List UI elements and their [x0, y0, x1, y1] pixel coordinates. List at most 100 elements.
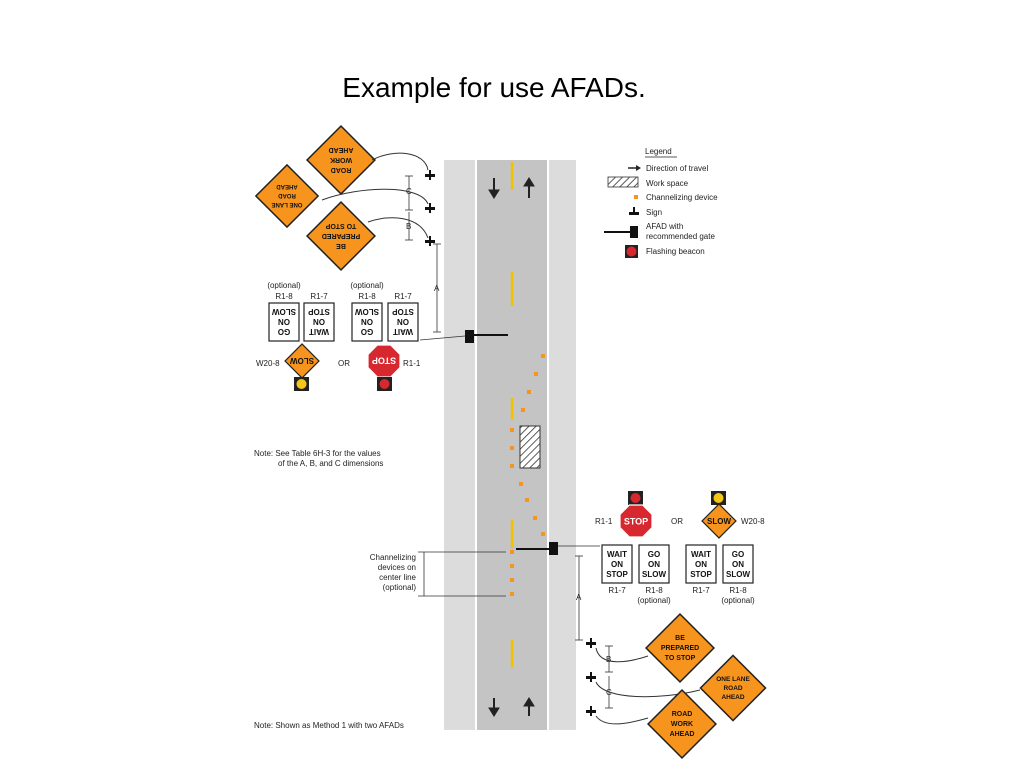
legend-label: Direction of travel [646, 164, 708, 173]
sign-text-line: TO STOP [665, 655, 696, 662]
arrow-right-icon [628, 165, 641, 171]
dimension-b-label: B [406, 222, 411, 231]
flashing-beacon-icon [630, 493, 641, 503]
r1-7-label: R1-7 [310, 292, 328, 301]
sign-text-line: ONE LANE [271, 201, 302, 207]
sign-text-line: ON [397, 317, 409, 326]
go-on-slow-sign-lower: GO ON SLOW [638, 544, 670, 584]
lower-afad-signs: R1-1 STOP OR SLOW W20-8 WAIT ON STOP GO … [558, 491, 765, 605]
sign-text-line: AHEAD [329, 146, 354, 153]
sign-text-line: AHEAD [670, 731, 695, 738]
go-on-slow-sign-upper-2: GO ON SLOW [351, 302, 383, 342]
optional-label: (optional) [721, 596, 755, 605]
channelizing-devices [510, 354, 545, 596]
r1-8-label: R1-8 [358, 292, 376, 301]
sign-text-line: WAIT [393, 327, 413, 336]
sign-text-line: WORK [671, 721, 693, 728]
sign-text-line: ON [611, 560, 623, 569]
optional-label: (optional) [350, 281, 384, 290]
r1-7-label: R1-7 [394, 292, 412, 301]
travel-direction-arrows [488, 177, 535, 717]
roadway [444, 160, 576, 730]
optional-label: (optional) [267, 281, 301, 290]
sign-text-line: STOP [392, 307, 414, 316]
road-work-ahead-sign-upper: ROAD WORK AHEAD [305, 124, 377, 196]
flashing-beacon-icon [713, 493, 724, 503]
sign-text-line: AHEAD [276, 183, 298, 189]
dimension-lines-lower [575, 555, 613, 709]
sign-text-line: GO [278, 327, 290, 336]
flashing-beacon-icon [379, 379, 390, 389]
r1-8-label: R1-8 [275, 292, 293, 301]
sign-text-line: STOP [372, 356, 396, 366]
sign-text-line: SLOW [707, 517, 731, 526]
sign-text-line: ON [278, 317, 290, 326]
optional-label: (optional) [637, 596, 671, 605]
afad-gate-icon [604, 226, 638, 238]
note-table-line2: of the A, B, and C dimensions [278, 459, 383, 468]
stop-sign-lower: STOP [619, 504, 653, 538]
sign-text-line: SLOW [290, 356, 314, 365]
sign-text-line: BE [675, 635, 685, 642]
sign-text-line: ON [648, 560, 660, 569]
connector-lines [595, 647, 701, 725]
sign-text-line: SLOW [272, 307, 296, 316]
note-table: Note: See Table 6H-3 for the values [254, 449, 381, 458]
sign-text-line: BE [336, 242, 346, 249]
sign-icon [629, 207, 639, 215]
stop-sign-upper: STOP [367, 344, 401, 378]
legend-title: Legend [645, 147, 672, 156]
r1-7-label: R1-7 [608, 586, 626, 595]
up-arrow-icon [523, 697, 535, 716]
be-prepared-to-stop-sign-upper: BE PREPARED TO STOP [305, 200, 377, 272]
sign-icon [586, 638, 596, 648]
sign-text-line: STOP [308, 307, 330, 316]
sign-icon [425, 170, 435, 180]
flashing-beacon-icon [296, 379, 307, 389]
wait-on-stop-sign-upper-2: WAIT ON STOP [387, 302, 419, 342]
sign-text-line: WAIT [309, 327, 329, 336]
sign-text-line: STOP [690, 570, 712, 579]
channelizing-note-line: Channelizing [370, 553, 416, 562]
sign-text-line: WAIT [607, 550, 627, 559]
sign-text-line: TO STOP [325, 222, 356, 229]
one-lane-road-ahead-sign-upper: ONE LANE ROAD AHEAD [254, 163, 320, 229]
legend-label: Flashing beacon [646, 247, 705, 256]
dimension-a-label: A [576, 593, 582, 602]
sign-text-line: ONE LANE [716, 676, 750, 683]
channelizing-note-line: devices on [378, 563, 416, 572]
sign-text-line: ROAD [278, 192, 296, 198]
w20-8-label: W20-8 [741, 517, 765, 526]
sign-text-line: GO [361, 327, 373, 336]
be-prepared-to-stop-sign-lower: BE PREPARED TO STOP [644, 612, 716, 684]
sign-text-line: WORK [330, 156, 352, 163]
wait-on-stop-sign-lower-2: WAIT ON STOP [685, 544, 717, 584]
w20-8-label: W20-8 [256, 359, 280, 368]
hatched-box-icon [607, 176, 639, 188]
dimension-lines-upper [405, 175, 441, 333]
slow-sign-upper: SLOW [284, 343, 320, 379]
sign-text-line: PREPARED [661, 645, 699, 652]
dimension-a-label: A [434, 284, 440, 293]
r1-7-label: R1-7 [692, 586, 710, 595]
dimension-b-label: B [606, 655, 611, 664]
connector-lines [321, 152, 429, 239]
sign-text-line: ON [695, 560, 707, 569]
r1-8-label: R1-8 [645, 586, 663, 595]
down-arrow-icon [488, 178, 500, 199]
r1-1-label: R1-1 [595, 517, 613, 526]
afad-gate-south [516, 542, 558, 555]
sign-text-line: STOP [606, 570, 628, 579]
sign-text-line: SLOW [726, 570, 750, 579]
legend-label: Sign [646, 208, 662, 217]
channelizing-note-line: (optional) [383, 583, 417, 592]
legend-label: Work space [646, 179, 689, 188]
up-arrow-icon [523, 177, 535, 198]
leader-line [419, 335, 466, 341]
r1-1-label: R1-1 [403, 359, 421, 368]
wait-on-stop-sign-upper: WAIT ON STOP [303, 302, 335, 342]
one-lane-road-ahead-sign-lower: ONE LANE ROAD AHEAD [699, 654, 767, 722]
sign-text-line: STOP [624, 517, 648, 527]
flashing-beacon-light [626, 246, 637, 257]
